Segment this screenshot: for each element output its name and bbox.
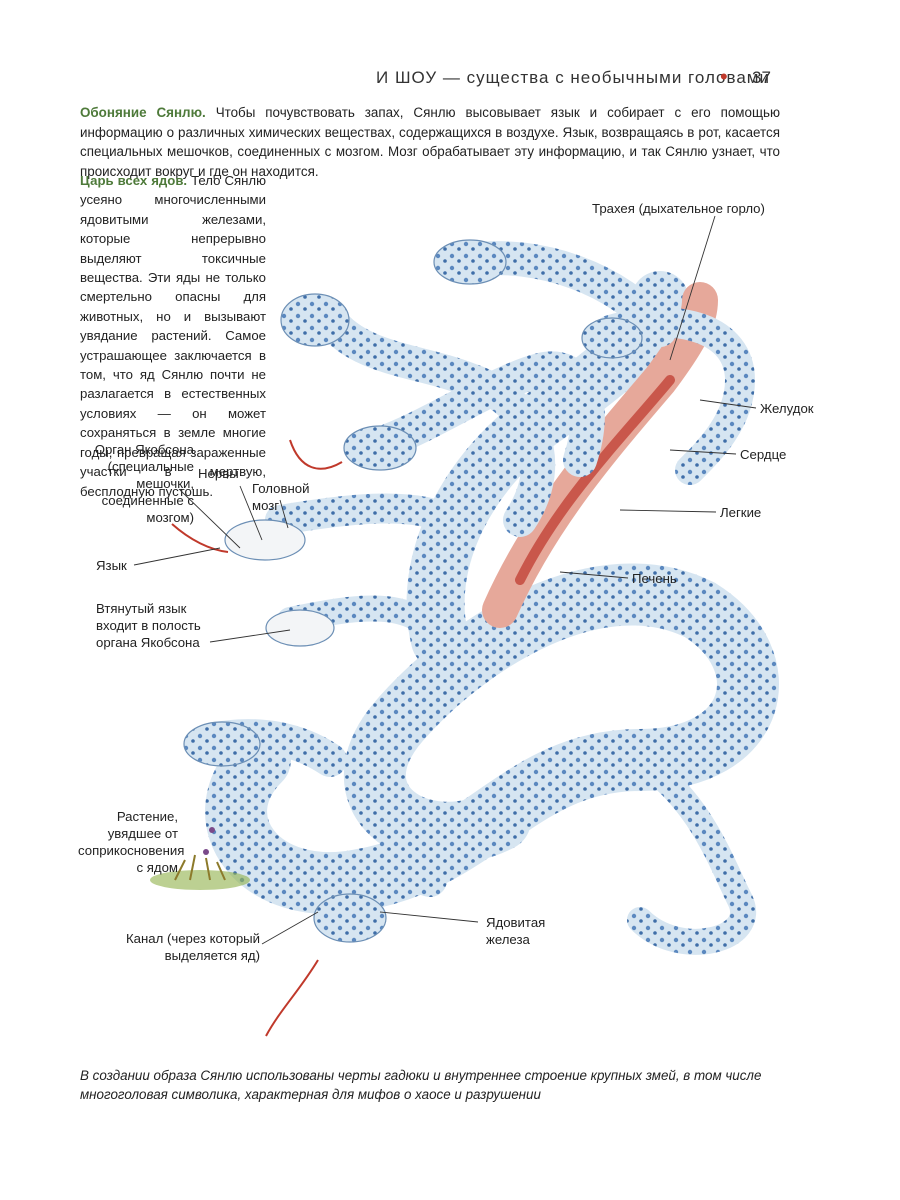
- paragraph-heading: Царь всех ядов.: [80, 173, 188, 188]
- label-lungs: Легкие: [720, 505, 762, 520]
- label-stomach: Желудок: [760, 401, 814, 416]
- label-brain: Головной мозг: [252, 481, 310, 513]
- label-jacobson-organ: Орган Якобсона (специальные мешочки, сое…: [94, 442, 194, 525]
- paragraph-poison: Царь всех ядов. Тело Сянлю усеяно многоч…: [80, 171, 266, 501]
- withered-plant: [150, 854, 250, 890]
- label-tongue: Язык: [96, 558, 127, 573]
- page-number: 37: [752, 68, 771, 87]
- label-withered-plant: Растение, увядшее от соприкосновения с я…: [78, 809, 185, 875]
- figure-caption: В создании образа Сянлю использованы чер…: [80, 1068, 762, 1102]
- paragraph-body: Чтобы почувствовать запах, Сянлю высовыв…: [80, 105, 780, 179]
- venom-drips: [203, 827, 215, 855]
- header-bullet: •: [720, 64, 728, 89]
- label-liver: Печень: [632, 571, 677, 586]
- tongues: [171, 439, 343, 1037]
- paragraph-body: Тело Сянлю усеяно многочисленными ядовит…: [80, 173, 267, 499]
- label-poison-channel: Канал (через который выделяется яд): [125, 931, 260, 963]
- label-heart: Сердце: [740, 447, 787, 462]
- label-poison-gland: Ядовитая железа: [486, 915, 546, 947]
- snake-heads: [183, 239, 643, 943]
- label-trachea: Трахея (дыхательное горло): [592, 201, 765, 216]
- leader-lines: [133, 215, 757, 945]
- label-nerves: Нервы: [198, 466, 239, 481]
- snake-body: [193, 241, 779, 955]
- label-retracted-tongue: Втянутый язык входит в полость органа Як…: [96, 601, 201, 650]
- paragraph-heading: Обоняние Сянлю.: [80, 105, 206, 120]
- running-header: И ШОУ — существа с необычными головами: [376, 68, 770, 87]
- paragraph-smell: Обоняние Сянлю. Чтобы почувствовать запа…: [80, 103, 780, 181]
- snake-illustration: [133, 215, 779, 1037]
